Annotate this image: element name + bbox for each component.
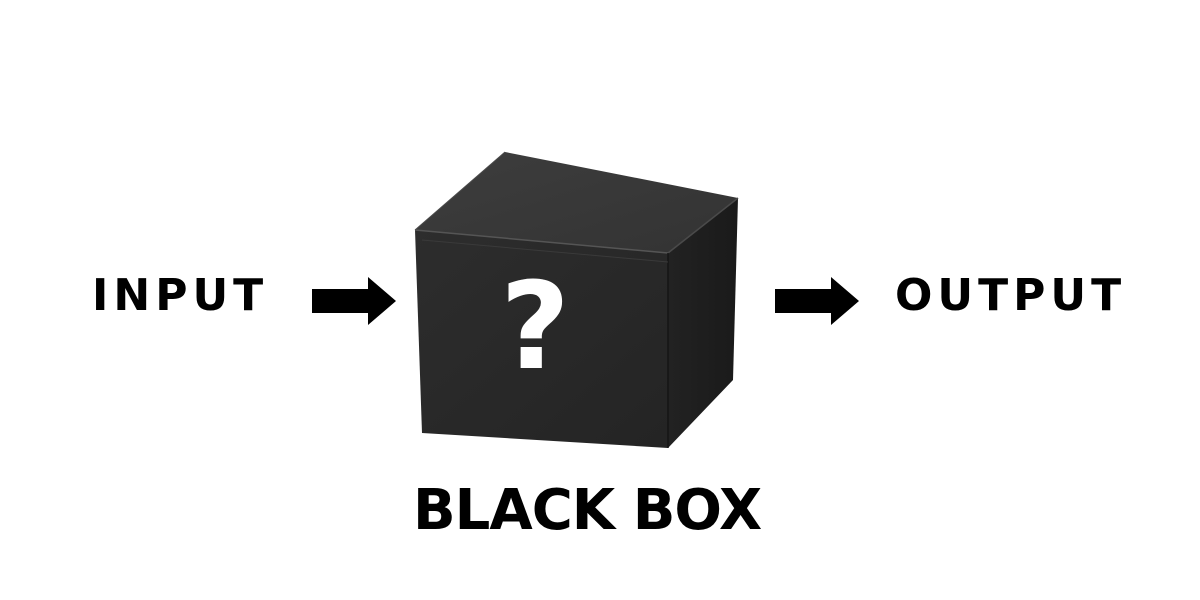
- box-top-face: [415, 152, 738, 253]
- question-mark: ?: [500, 258, 570, 397]
- box-side-face: [668, 198, 738, 448]
- right-arrow-icon: [312, 277, 396, 325]
- right-arrow-icon: [775, 277, 859, 325]
- input-label: INPUT: [92, 270, 269, 321]
- box-front-face: [415, 230, 668, 448]
- black-box-icon: [414, 151, 739, 448]
- output-label: OUTPUT: [895, 270, 1127, 321]
- black-box-caption: BLACK BOX: [413, 478, 762, 543]
